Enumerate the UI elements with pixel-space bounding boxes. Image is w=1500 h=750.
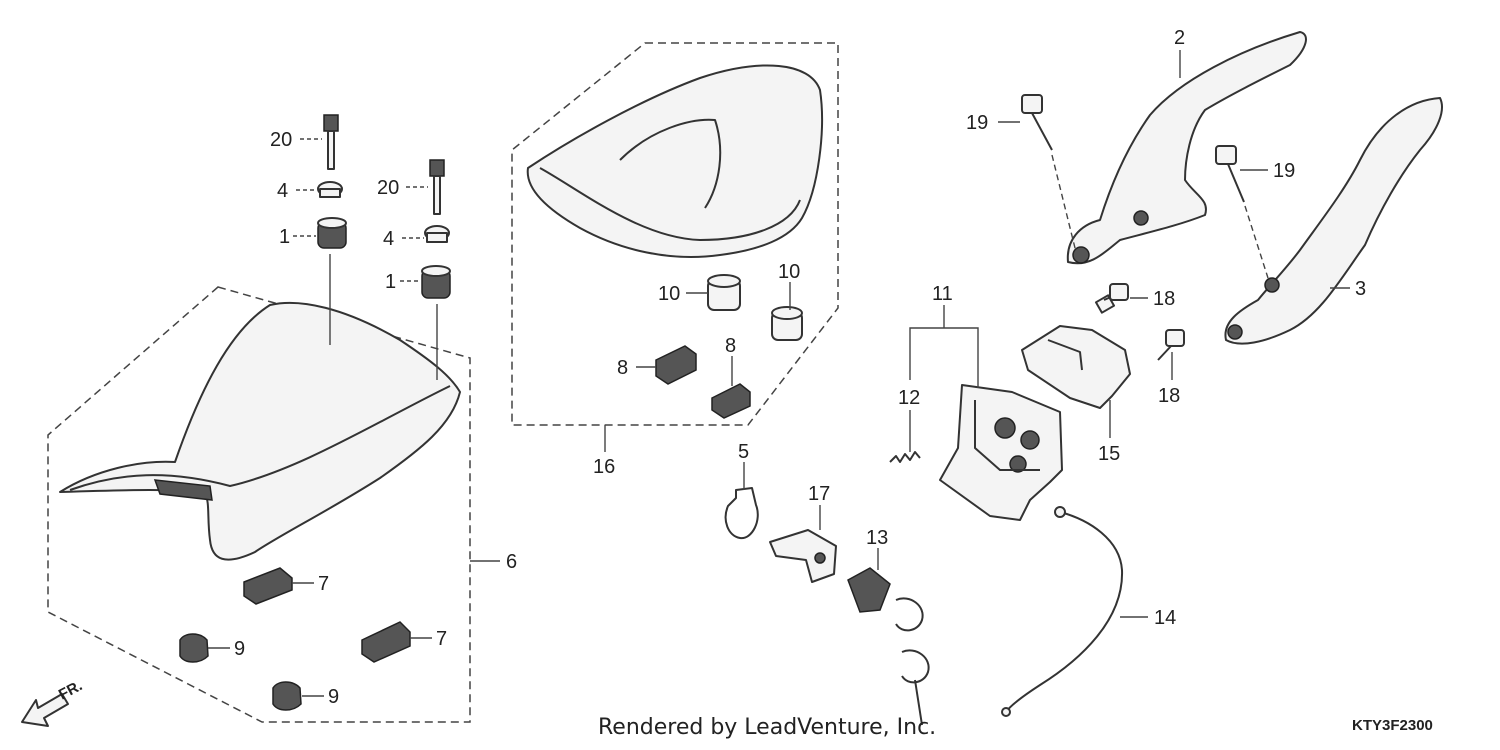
leader-lines — [208, 50, 1350, 697]
seat-cowl-group-outline — [511, 42, 839, 426]
rider-seat-underside — [153, 479, 213, 501]
rubber-1-left[interactable] — [317, 217, 347, 249]
bolt-20-right[interactable] — [429, 159, 445, 215]
callout-10a: 10 — [658, 283, 680, 305]
front-direction-indicator: FR. — [21, 677, 85, 727]
rider-seat-edge — [69, 385, 451, 491]
cowl-rubber-10-right[interactable] — [771, 306, 803, 341]
front-arrow-icon — [21, 693, 69, 727]
rubber-1-right[interactable] — [421, 265, 451, 299]
callout-18b: 18 — [1158, 385, 1180, 407]
callout-8b: 8 — [725, 335, 736, 357]
callout-17: 17 — [808, 483, 830, 505]
callout-10b: 10 — [778, 261, 800, 283]
callout-7b: 7 — [436, 628, 447, 650]
callout-labels: 20 4 1 20 4 1 7 7 9 9 6 10 10 8 8 16 5 1… — [234, 27, 1366, 708]
callout-7a: 7 — [318, 573, 329, 595]
diagram-code: KTY3F2300 — [1352, 717, 1433, 734]
callout-8a: 8 — [617, 357, 628, 379]
callout-11: 11 — [932, 283, 953, 305]
callout-20b: 20 — [377, 177, 399, 199]
callout-13: 13 — [866, 527, 888, 549]
callout-12: 12 — [898, 387, 920, 409]
cowl-hook-8-right[interactable] — [711, 383, 751, 419]
footer-credit: Rendered by LeadVenture, Inc. — [598, 715, 936, 740]
callout-16: 16 — [593, 456, 615, 478]
callout-18a: 18 — [1153, 288, 1175, 310]
bolt-20-left[interactable] — [323, 114, 339, 170]
seat-rubber-9-upper[interactable] — [179, 633, 209, 663]
callout-3: 3 — [1355, 278, 1366, 300]
seat-cowl-recess — [619, 118, 722, 209]
seat-cowl[interactable] — [526, 64, 823, 258]
callout-5: 5 — [738, 441, 749, 463]
rider-seat[interactable] — [59, 301, 461, 561]
cable-clip-5[interactable] — [724, 487, 759, 540]
seat-hook-7-lower[interactable] — [361, 621, 411, 663]
callout-15: 15 — [1098, 443, 1120, 465]
spring-12[interactable] — [889, 451, 921, 463]
callout-1b: 1 — [385, 271, 396, 293]
bolt-18-upper[interactable] — [1094, 283, 1129, 314]
bolt-19-left[interactable] — [1021, 94, 1053, 151]
seat-cowl-rim — [539, 167, 801, 241]
callout-6: 6 — [506, 551, 517, 573]
seat-hook-7-upper[interactable] — [243, 567, 293, 605]
cowl-hook-8-left[interactable] — [655, 345, 697, 385]
seat-lock-cable-14[interactable] — [1005, 511, 1124, 713]
callout-20a: 20 — [270, 129, 292, 151]
seat-latch-assembly[interactable] — [939, 384, 1063, 521]
callout-19b: 19 — [1273, 160, 1295, 182]
callout-9a: 9 — [234, 638, 245, 660]
cowl-rubber-10-left[interactable] — [707, 274, 741, 311]
rider-seat-group-outline — [47, 286, 471, 723]
callout-1a: 1 — [279, 226, 290, 248]
bolt-18-lower[interactable] — [1157, 329, 1185, 361]
latch-bracket-15[interactable] — [1021, 325, 1131, 409]
callout-9b: 9 — [328, 686, 339, 708]
callout-4a: 4 — [277, 180, 288, 202]
grab-rail-3[interactable] — [1224, 97, 1443, 345]
bolt-19-right[interactable] — [1215, 145, 1245, 203]
key-cylinder-13[interactable] — [847, 567, 930, 726]
callout-14: 14 — [1154, 607, 1176, 629]
callout-4b: 4 — [383, 228, 394, 250]
grab-rail-2[interactable] — [1066, 31, 1307, 265]
lock-stay-17[interactable] — [769, 529, 837, 583]
callout-2: 2 — [1174, 27, 1185, 49]
seat-rubber-9-lower[interactable] — [272, 681, 302, 711]
callout-19a: 19 — [966, 112, 988, 134]
